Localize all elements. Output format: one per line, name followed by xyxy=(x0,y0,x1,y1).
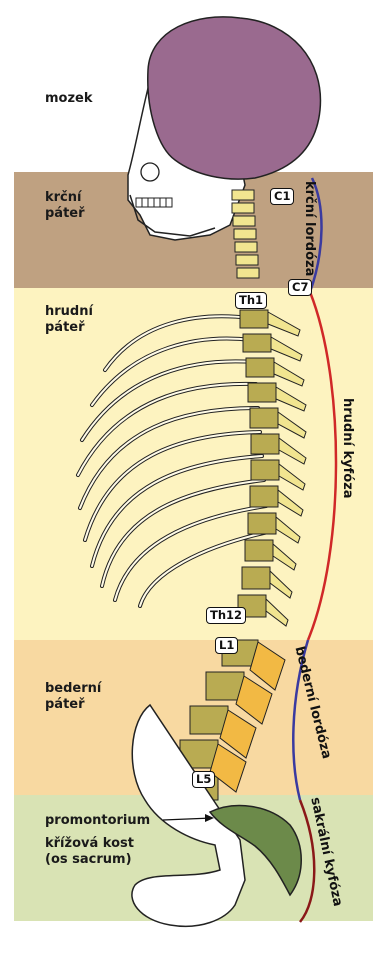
cervical-lordosis-label: krční lordóza xyxy=(302,181,317,276)
thoracic-kyphosis-label: hrudní kyfóza xyxy=(340,398,355,499)
thoracic-vertebrae xyxy=(238,310,279,617)
thoracic-kyphosis-line xyxy=(308,292,336,640)
tag-l1: L1 xyxy=(215,637,238,654)
brain-label: mozek xyxy=(45,91,93,107)
tag-l5: L5 xyxy=(192,771,215,788)
teeth xyxy=(136,198,172,207)
eye-socket xyxy=(141,163,159,181)
lumbar-spine-label: bederní páteř xyxy=(45,681,101,713)
tag-c1: C1 xyxy=(270,188,294,205)
ribs xyxy=(78,316,268,606)
tag-c7: C7 xyxy=(288,279,312,296)
tag-th1: Th1 xyxy=(235,292,267,309)
cervical-spine-label: krční páteř xyxy=(45,190,85,222)
brain xyxy=(148,17,321,179)
thoracic-spine-label: hrudní páteř xyxy=(45,304,93,336)
promontory-label: promontorium xyxy=(45,813,150,829)
sacrum-label: křížová kost (os sacrum) xyxy=(45,836,134,868)
tag-th12: Th12 xyxy=(206,607,246,624)
cervical-vertebrae xyxy=(232,190,259,278)
